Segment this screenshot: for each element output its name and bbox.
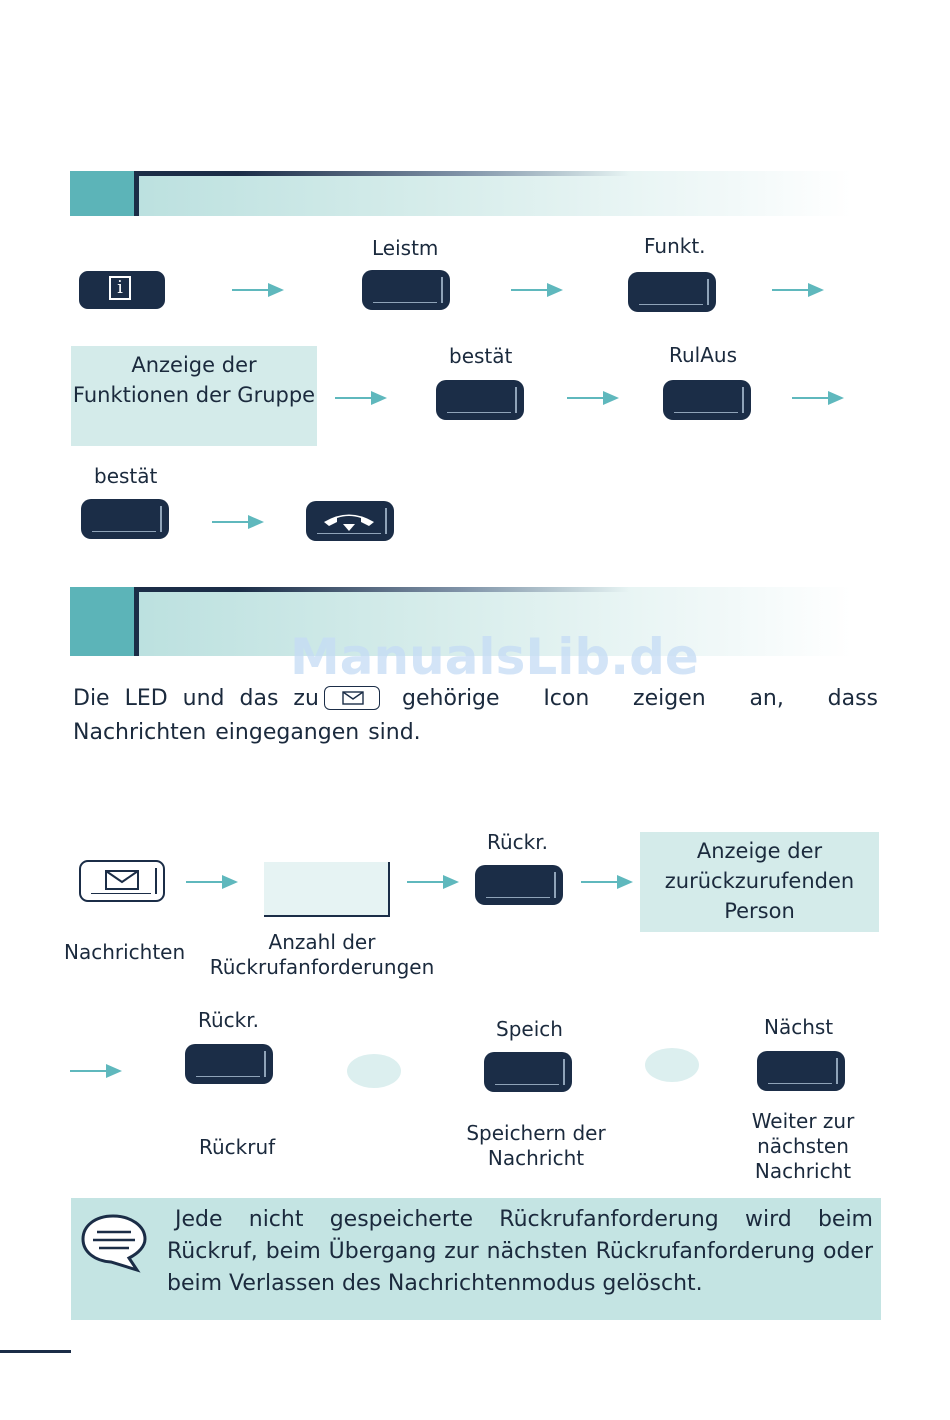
bestaet-softkey[interactable]	[437, 381, 523, 419]
option-separator	[645, 1048, 699, 1082]
speech-bubble-icon	[81, 1214, 147, 1273]
arrow-icon	[792, 391, 844, 405]
leistm-softkey[interactable]	[363, 271, 449, 309]
intro-part2: gehörige Icon zeigen an, dass Nachrichte…	[73, 686, 878, 745]
rueckr-softkey[interactable]	[476, 866, 562, 904]
section2-header-band	[70, 587, 852, 656]
rueckr-label-2: Rückr.	[198, 1008, 259, 1032]
naechst-label: Nächst	[764, 1015, 834, 1039]
arrow-icon	[511, 283, 563, 297]
option-separator	[347, 1054, 401, 1088]
arrow-icon	[407, 875, 459, 889]
arrow-icon	[335, 391, 387, 405]
arrow-icon	[186, 875, 238, 889]
speich-softkey[interactable]	[485, 1053, 571, 1091]
envelope-icon	[342, 691, 364, 705]
rulaus-softkey[interactable]	[664, 381, 750, 419]
arrow-icon	[567, 391, 619, 405]
info-icon-glyph: i	[117, 277, 123, 298]
speich-label: Speich	[496, 1017, 563, 1041]
info-icon: i	[109, 276, 131, 300]
group-functions-display-box: Anzeige der Funktionen der Gruppe	[71, 346, 317, 446]
section1-header-bar	[134, 171, 139, 216]
rueckr-label: Rückr.	[487, 830, 548, 854]
rulaus-label: RulAus	[669, 343, 738, 367]
callback-person-display-box: Anzeige der zurückzurufenden Person	[640, 832, 879, 932]
arrow-icon	[772, 283, 824, 297]
info-key[interactable]: i	[79, 271, 165, 309]
arrow-icon	[70, 1064, 122, 1078]
envelope-icon	[105, 870, 139, 890]
rueckruf-caption: Rückruf	[199, 1135, 276, 1159]
nachrichten-caption: Nachrichten	[64, 940, 186, 964]
naechst-softkey[interactable]	[758, 1052, 844, 1090]
bestaet-softkey-2[interactable]	[82, 500, 168, 538]
funkt-label: Funkt.	[644, 234, 706, 258]
section1-header-band	[70, 171, 852, 216]
bestaet-label-2: bestät	[94, 464, 158, 488]
rueckr-softkey-2[interactable]	[186, 1045, 272, 1083]
arrow-icon	[232, 283, 284, 297]
bestaet-label: bestät	[449, 344, 513, 368]
callback-person-display-text: Anzeige der zurückzurufenden Person	[664, 839, 855, 923]
section1-header-topline	[70, 171, 630, 176]
arrow-icon	[581, 875, 633, 889]
hang-up-icon	[324, 514, 374, 531]
callback-count-caption: Anzahl der Rückrufanforderungen	[209, 930, 435, 979]
section2-header-bar	[134, 587, 139, 656]
leistm-label: Leistm	[372, 236, 439, 260]
hang-up-key[interactable]	[307, 502, 393, 540]
callback-count-display	[264, 862, 390, 917]
section1-header-square	[70, 171, 135, 216]
messages-key[interactable]	[79, 860, 165, 902]
footer-rule	[0, 1350, 71, 1353]
intro-part1: Die LED und das zu	[73, 686, 319, 711]
funkt-softkey[interactable]	[629, 273, 715, 311]
note-text: Jede nicht gespeicherte Rückrufanforderu…	[167, 1207, 873, 1296]
section2-header-topline	[70, 587, 630, 592]
watermark: ManualsLib.de	[290, 628, 699, 686]
arrow-icon	[212, 515, 264, 529]
note-box: Jede nicht gespeicherte Rückrufanforderu…	[71, 1198, 881, 1320]
section2-header-square	[70, 587, 135, 656]
group-functions-display-text: Anzeige der Funktionen der Gruppe	[72, 353, 316, 407]
naechst-caption: Weiter zur nächsten Nachricht	[751, 1109, 855, 1183]
speich-caption: Speichern der Nachricht	[466, 1121, 606, 1170]
message-key-inline	[324, 686, 380, 710]
